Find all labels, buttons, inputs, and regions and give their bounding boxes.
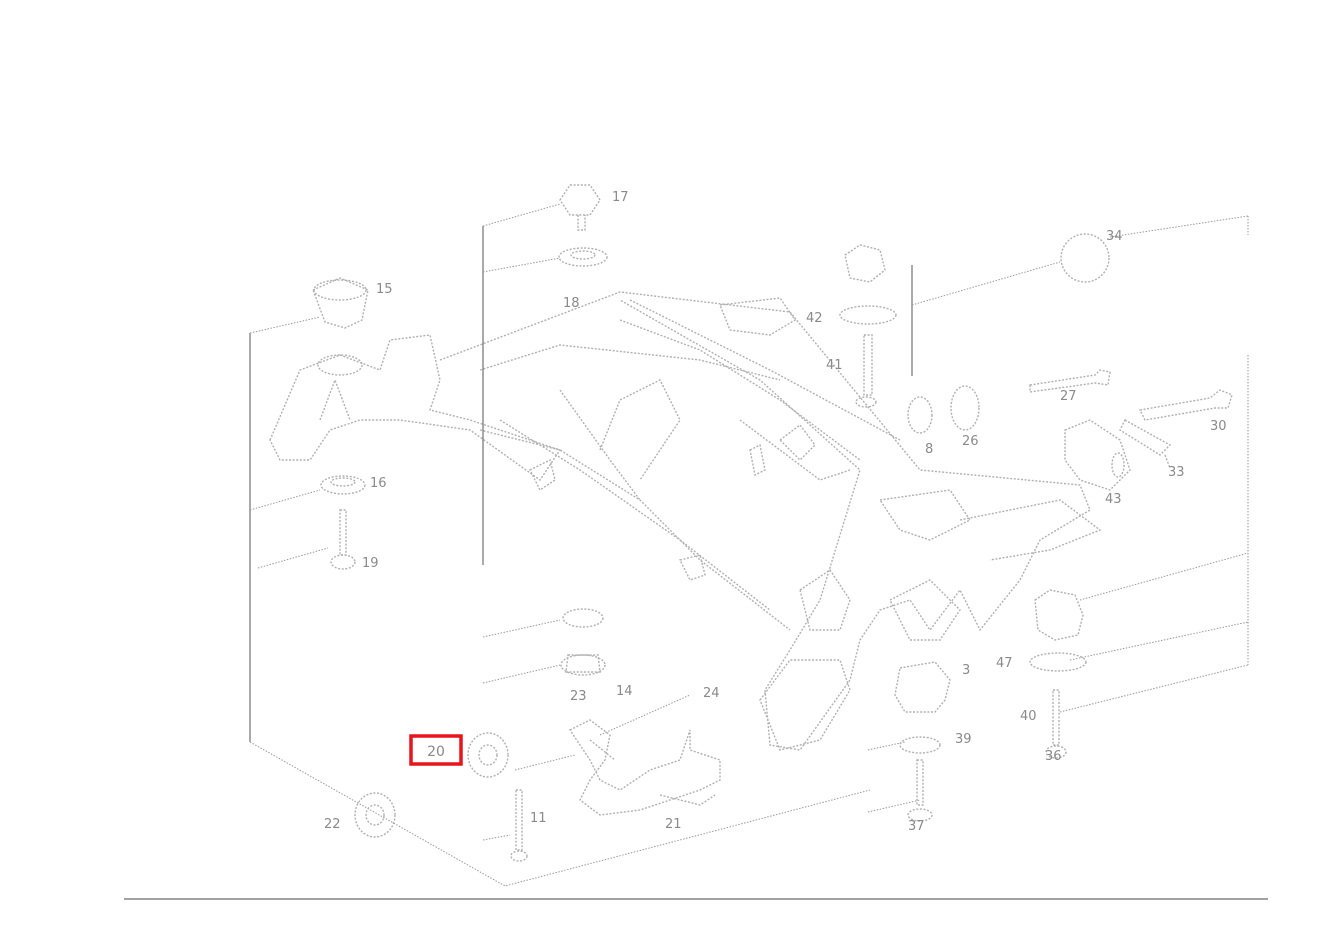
label-8: 8 xyxy=(925,442,933,457)
hardware-parts xyxy=(312,184,1233,862)
highlighted-callout[interactable]: 20 xyxy=(409,734,463,766)
label-41: 41 xyxy=(826,358,843,373)
label-39: 39 xyxy=(955,732,972,747)
label-14: 14 xyxy=(616,684,633,699)
label-22: 22 xyxy=(324,817,341,832)
label-17: 17 xyxy=(612,190,629,205)
label-11: 11 xyxy=(530,811,547,826)
part-labels: 17 18 15 42 41 34 8 26 27 30 33 43 16 19… xyxy=(324,190,1227,834)
label-33: 33 xyxy=(1168,465,1185,480)
highlight-box[interactable] xyxy=(409,734,463,766)
label-40: 40 xyxy=(1020,709,1037,724)
left-arm-part xyxy=(269,334,562,481)
label-42: 42 xyxy=(806,311,823,326)
label-27: 27 xyxy=(1060,389,1077,404)
label-18: 18 xyxy=(563,296,580,311)
label-15: 15 xyxy=(376,282,393,297)
subframe-body xyxy=(439,291,1102,751)
label-16: 16 xyxy=(370,476,387,491)
highlighted-label: 20 xyxy=(427,744,445,760)
label-3: 3 xyxy=(962,663,970,678)
label-26: 26 xyxy=(962,434,979,449)
grouping-frames xyxy=(249,203,1249,887)
label-30: 30 xyxy=(1210,419,1227,434)
label-19: 19 xyxy=(362,556,379,571)
label-37: 37 xyxy=(908,819,925,834)
rear-arm-part xyxy=(568,719,721,816)
label-47: 47 xyxy=(996,656,1013,671)
label-36: 36 xyxy=(1045,749,1062,764)
label-23: 23 xyxy=(570,689,587,704)
right-bracket-part xyxy=(1064,419,1172,491)
label-24: 24 xyxy=(703,686,720,701)
label-21: 21 xyxy=(665,817,682,832)
label-34: 34 xyxy=(1106,229,1123,244)
label-43: 43 xyxy=(1105,492,1122,507)
